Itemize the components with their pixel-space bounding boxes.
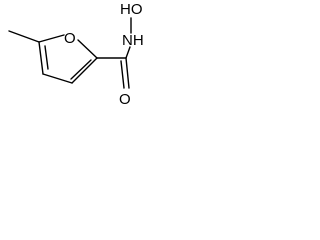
bond-c2-c3 — [71, 57, 98, 84]
structure-diagram: O HO NH O — [0, 0, 174, 120]
bond-c4-c5-double — [44, 45, 49, 70]
bond-c4-c5 — [38, 41, 44, 75]
bond-carbonyl-c-n — [125, 46, 131, 59]
amide-nitrogen-label: NH — [122, 32, 144, 49]
bond-methyl-c5 — [8, 30, 40, 43]
molecule-svg: O HO NH O — [8, 1, 144, 108]
bond-carbonyl-c-o-double — [120, 60, 125, 89]
bond-ring-o-c2 — [77, 39, 98, 59]
bond-carbonyl-c-o — [125, 57, 130, 89]
bond-layer — [8, 17, 132, 89]
hydroxyl-label: HO — [120, 1, 143, 18]
carbonyl-oxygen-label: O — [119, 91, 131, 108]
bond-c2-c3-double — [70, 59, 92, 80]
bond-c5-ring-o — [38, 34, 65, 43]
bond-c3-c4 — [42, 73, 73, 84]
ring-oxygen-label: O — [64, 30, 76, 47]
